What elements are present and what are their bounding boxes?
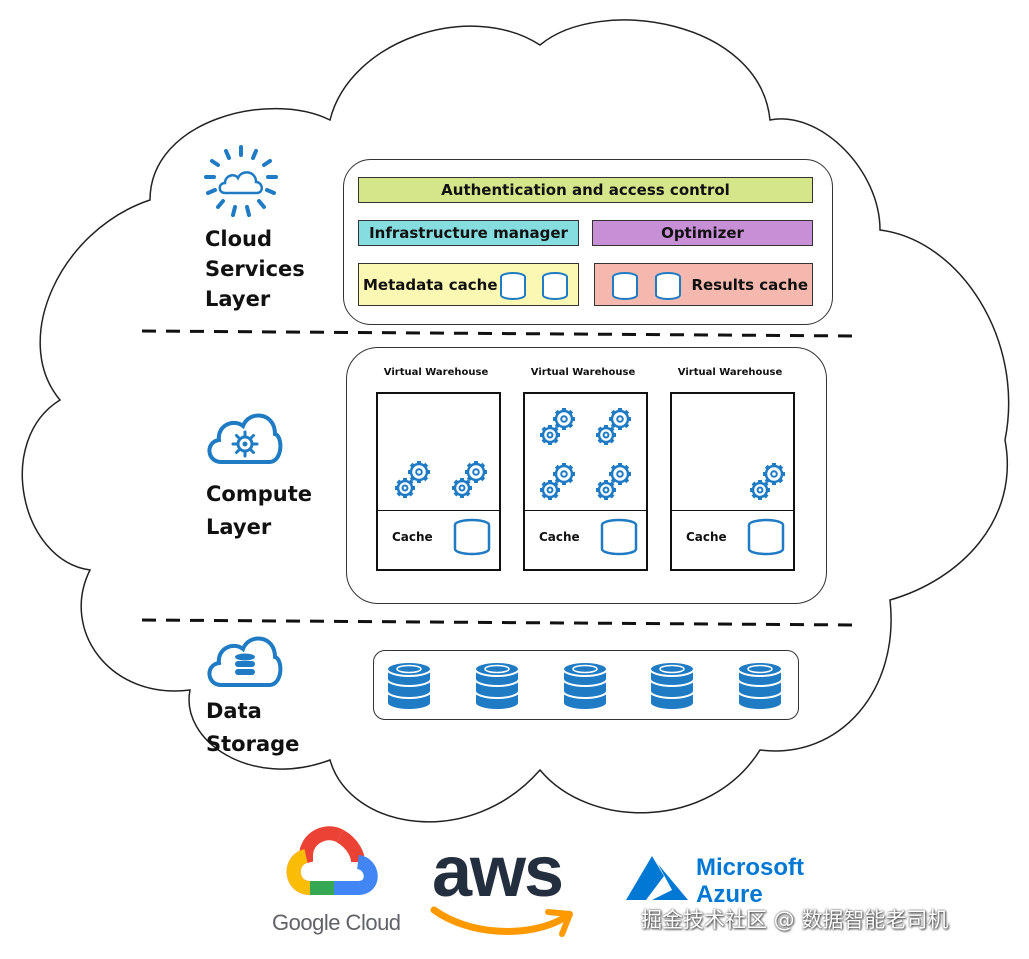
metadata-cache-label: Metadata cache (363, 275, 498, 294)
google-cloud-label: Google Cloud (272, 910, 401, 935)
separator-2 (141, 618, 856, 627)
storage-disk-icon (474, 661, 520, 709)
cache-label: Cache (392, 530, 433, 544)
storage-disk-icon (737, 661, 783, 709)
auth-access-control-box: Authentication and access control (358, 177, 813, 203)
azure-label-line1: Microsoft (696, 854, 804, 881)
gears-icon (750, 463, 785, 500)
separator-1 (141, 329, 856, 338)
optimizer-box: Optimizer (592, 220, 813, 246)
storage-disk-icon (562, 661, 608, 709)
storage-cloud-icon (207, 636, 283, 687)
database-icon (453, 518, 491, 556)
gears-icon (596, 463, 631, 500)
storage-disk-icon (649, 661, 695, 709)
google-cloud-logo-icon (286, 826, 378, 895)
database-icon (500, 272, 526, 300)
cloud-services-layer-title: Cloud Services Layer (205, 227, 305, 311)
virtual-warehouse-1 (376, 392, 501, 571)
compute-panel (346, 347, 827, 604)
results-cache-label: Results cache (691, 275, 808, 294)
azure-logo-icon (626, 856, 688, 900)
storage-panel (373, 650, 799, 720)
database-icon (747, 518, 785, 556)
gears-icon (452, 461, 487, 498)
compute-cloud-icon (207, 413, 283, 464)
database-icon (542, 272, 568, 300)
gears-icon (540, 463, 575, 500)
virtual-warehouse-label: Virtual Warehouse (383, 367, 489, 378)
database-icon (612, 272, 638, 300)
cloud-services-icon (204, 145, 278, 217)
gears-icon (596, 408, 631, 445)
aws-logo-text: aws (432, 832, 564, 912)
data-storage-layer-title: Data Storage (206, 699, 300, 756)
virtual-warehouse-3 (670, 392, 795, 571)
aws-smile-icon (430, 906, 573, 937)
database-icon (655, 272, 681, 300)
cache-label: Cache (686, 530, 727, 544)
gears-icon (395, 461, 430, 498)
azure-label-line2: Azure (696, 881, 763, 908)
cloud-services-panel (343, 159, 833, 325)
gears-icon (540, 408, 575, 445)
compute-layer-title: Compute Layer (206, 482, 312, 539)
database-icon (600, 518, 638, 556)
watermark-text: 掘金技术社区 @ 数据智能老司机 (641, 908, 949, 932)
virtual-warehouse-2 (523, 392, 648, 571)
storage-disk-icon (386, 661, 432, 709)
virtual-warehouse-label: Virtual Warehouse (530, 367, 636, 378)
cache-label: Cache (539, 530, 580, 544)
infrastructure-manager-box: Infrastructure manager (358, 220, 579, 246)
virtual-warehouse-label: Virtual Warehouse (677, 367, 783, 378)
